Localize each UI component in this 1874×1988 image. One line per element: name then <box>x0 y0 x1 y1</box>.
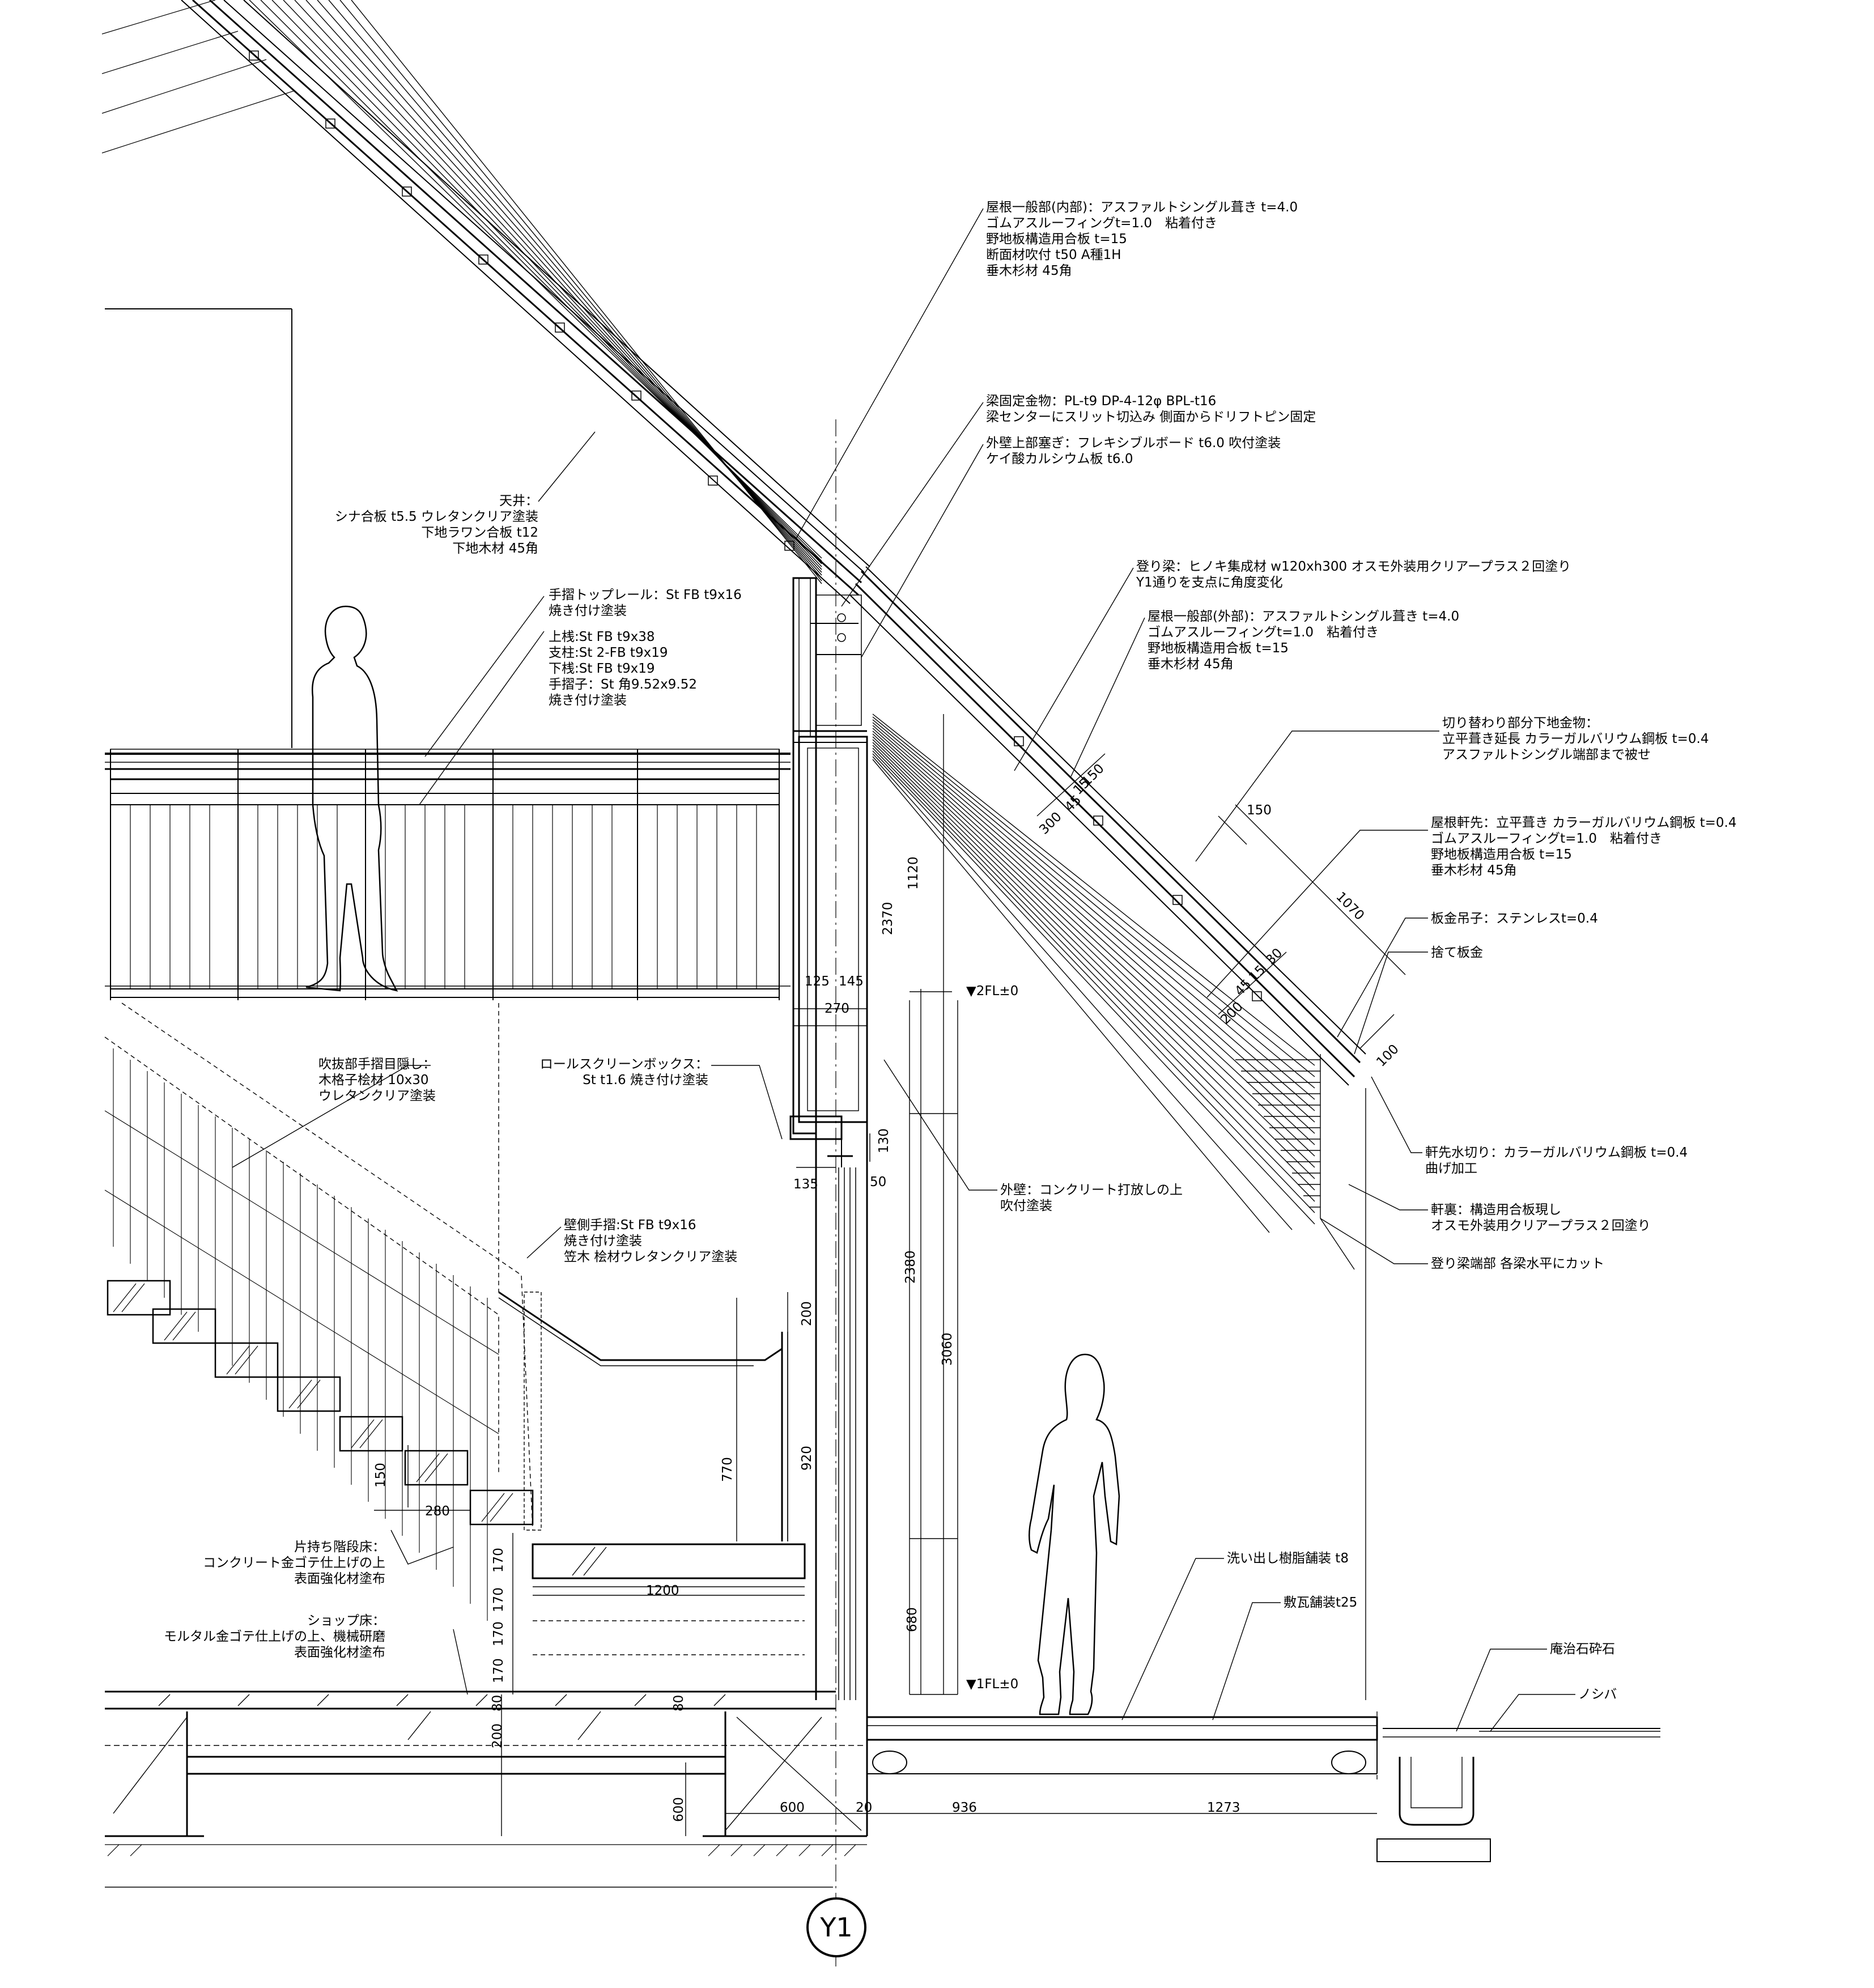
dim-1273: 1273 <box>1207 1800 1240 1815</box>
level-1fl: ▼1FL±0 <box>966 1677 1019 1692</box>
note-switch-part: 切り替わり部分下地金物： 立平葺き延長 カラーガルバリウム鋼板 t=0.4 アス… <box>1442 716 1709 762</box>
note-beam-end: 登り梁端部 各梁水平にカット <box>1431 1256 1605 1271</box>
dim-130: 130 <box>877 1128 891 1153</box>
note-wash-paving: 洗い出し樹脂舗装 t8 <box>1227 1551 1349 1566</box>
stair-base <box>532 1543 806 1655</box>
grid-label: Y1 <box>820 1912 853 1943</box>
dim-170-c: 170 <box>491 1621 506 1646</box>
note-rising-beam: 登り梁：ヒノキ集成材 w120xh300 オスモ外装用クリアープラス２回塗り Y… <box>1136 559 1571 590</box>
dim-200-b: 200 <box>800 1301 814 1326</box>
dim-80-b: 80 <box>672 1694 686 1711</box>
note-roll-screen: ロールスクリーンボックス： St t1.6 焼き付け塗装 <box>539 1057 708 1088</box>
note-drip: 軒先水切り：カラーガルバリウム鋼板 t=0.4 曲げ加工 <box>1425 1145 1688 1176</box>
person-lower-figure <box>1029 1353 1120 1715</box>
note-roof-inner: 屋根一般部(内部)：アスファルトシングル葺き t=4.0 ゴムアスルーフィングt… <box>986 200 1298 278</box>
dim-3060: 3060 <box>940 1332 955 1366</box>
note-aji-stone: 庵治石砕石 <box>1550 1642 1615 1656</box>
dim-80-a: 80 <box>490 1694 505 1711</box>
dim-135: 135 <box>793 1177 818 1192</box>
level-2fl: ▼2FL±0 <box>966 984 1019 999</box>
balustrade <box>110 749 780 1000</box>
note-shop-floor: ショップ床： モルタル金ゴテ仕上げの上、機械研磨 表面強化材塗布 <box>164 1613 385 1660</box>
dim-170-d: 170 <box>491 1658 506 1683</box>
dim-920: 920 <box>800 1446 814 1471</box>
note-cantilever-stair: 片持ち階段床： コンクリート金ゴテ仕上げの上 表面強化材塗布 <box>203 1540 385 1586</box>
exterior-paving <box>866 1088 1660 1862</box>
note-sacrificial: 捨て板金 <box>1431 945 1483 960</box>
dim-280: 280 <box>425 1504 450 1519</box>
dim-170-a: 170 <box>491 1548 506 1573</box>
note-grass: ノシバ <box>1578 1687 1617 1702</box>
note-beam-fixing: 梁固定金物：PL-t9 DP-4-12φ BPL-t16 梁センターにスリット切… <box>986 394 1316 424</box>
note-roof-outer: 屋根一般部(外部)：アスファルトシングル葺き t=4.0 ゴムアスルーフィングt… <box>1148 609 1460 672</box>
note-hanger: 板金吊子：ステンレスt=0.4 <box>1431 911 1598 926</box>
note-eaves: 屋根軒先：立平葺き カラーガルバリウム鋼板 t=0.4 ゴムアスルーフィングt=… <box>1431 815 1737 878</box>
note-ceiling: 天井： シナ合板 t5.5 ウレタンクリア塗装 下地ラワン合板 t12 下地木材… <box>334 494 538 556</box>
dim-600-v: 600 <box>672 1797 686 1822</box>
note-tile-paving: 敷瓦舗装t25 <box>1284 1595 1358 1610</box>
note-wall-rail: 壁側手摺:St FB t9x16 焼き付け塗装 笠木 桧材ウレタンクリア塗装 <box>564 1218 738 1264</box>
note-ext-wall: 外壁：コンクリート打放しの上 吹付塗装 <box>1000 1183 1183 1213</box>
dim-2370: 2370 <box>881 902 895 935</box>
dimension-lines <box>374 714 1406 1836</box>
dim-2380: 2380 <box>903 1250 918 1284</box>
stair-screen <box>104 1003 788 1621</box>
note-soffit: 軒裏：構造用合板現し オスモ外装用クリアープラス２回塗り <box>1431 1203 1651 1233</box>
dim-150-b: 150 <box>1247 803 1272 818</box>
roof <box>101 0 1366 1270</box>
dim-145: 145 <box>839 974 864 989</box>
leader-lines <box>232 208 1575 1732</box>
dim-150-c: 150 <box>373 1463 388 1488</box>
dim-170-b: 170 <box>491 1587 506 1612</box>
dim-270: 270 <box>825 1001 849 1016</box>
dim-600-h: 600 <box>780 1800 805 1815</box>
note-balustrade: 上桟:St FB t9x38 支柱:St 2-FB t9x19 下桟:St FB… <box>549 630 697 708</box>
dim-936: 936 <box>952 1800 977 1815</box>
dim-1120: 1120 <box>906 856 921 890</box>
foundation <box>105 1690 868 1888</box>
note-void-screen: 吹抜部手摺目隠し： 木格子桧材 10x30 ウレタンクリア塗装 <box>318 1057 436 1103</box>
dim-1200: 1200 <box>646 1583 679 1598</box>
dim-125: 125 <box>805 974 830 989</box>
dim-20: 20 <box>856 1800 873 1815</box>
dim-770: 770 <box>720 1457 735 1482</box>
person-upper-figure <box>305 605 398 992</box>
dim-50: 50 <box>870 1175 887 1190</box>
wall-section <box>789 419 868 1966</box>
second-floor <box>105 308 791 987</box>
dim-680: 680 <box>905 1607 920 1632</box>
dim-200-c: 200 <box>490 1723 505 1748</box>
grid-marker-y1: Y1 <box>806 1897 866 1957</box>
note-wall-top: 外壁上部塞ぎ：フレキシブルボード t6.0 吹付塗装 ケイ酸カルシウム板 t6.… <box>986 436 1281 466</box>
note-handrail-top: 手摺トップレール：St FB t9x16 焼き付け塗装 <box>549 588 742 618</box>
